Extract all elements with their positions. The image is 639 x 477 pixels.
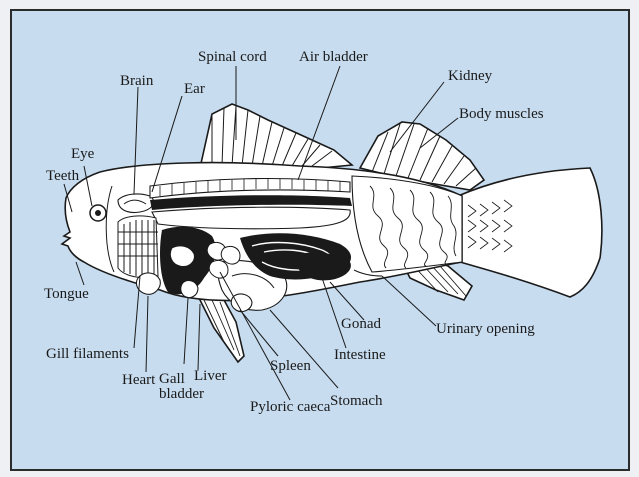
- label-eye: Eye: [71, 146, 95, 162]
- label-brain: Brain: [120, 73, 154, 89]
- label-liver: Liver: [194, 368, 226, 384]
- spleen-organ: [231, 294, 252, 312]
- label-urinary-opening: Urinary opening: [436, 321, 535, 337]
- label-body-muscles: Body muscles: [459, 106, 544, 122]
- label-heart: Heart: [122, 372, 156, 388]
- brain-organ: [118, 194, 154, 213]
- eye-pupil: [95, 210, 101, 216]
- label-air-bladder: Air bladder: [299, 49, 368, 65]
- label-gall-bladder-2: bladder: [159, 386, 204, 402]
- label-stomach: Stomach: [330, 393, 383, 409]
- gill-filaments-organ: [118, 216, 158, 278]
- label-gill-filaments: Gill filaments: [46, 346, 129, 362]
- label-pyloric-caeca: Pyloric caeca: [250, 399, 331, 415]
- label-gonad: Gonad: [341, 316, 381, 332]
- label-tongue: Tongue: [44, 286, 89, 302]
- label-intestine: Intestine: [334, 347, 386, 363]
- label-ear: Ear: [184, 81, 205, 97]
- tail-fin: [458, 168, 602, 297]
- label-kidney: Kidney: [448, 68, 493, 84]
- air-bladder-organ: [152, 207, 350, 229]
- label-teeth: Teeth: [46, 168, 80, 184]
- gall-bladder-organ: [181, 281, 198, 298]
- label-spinal-cord: Spinal cord: [198, 49, 267, 65]
- label-gall-bladder-1: Gall: [159, 371, 185, 387]
- label-spleen: Spleen: [270, 358, 311, 374]
